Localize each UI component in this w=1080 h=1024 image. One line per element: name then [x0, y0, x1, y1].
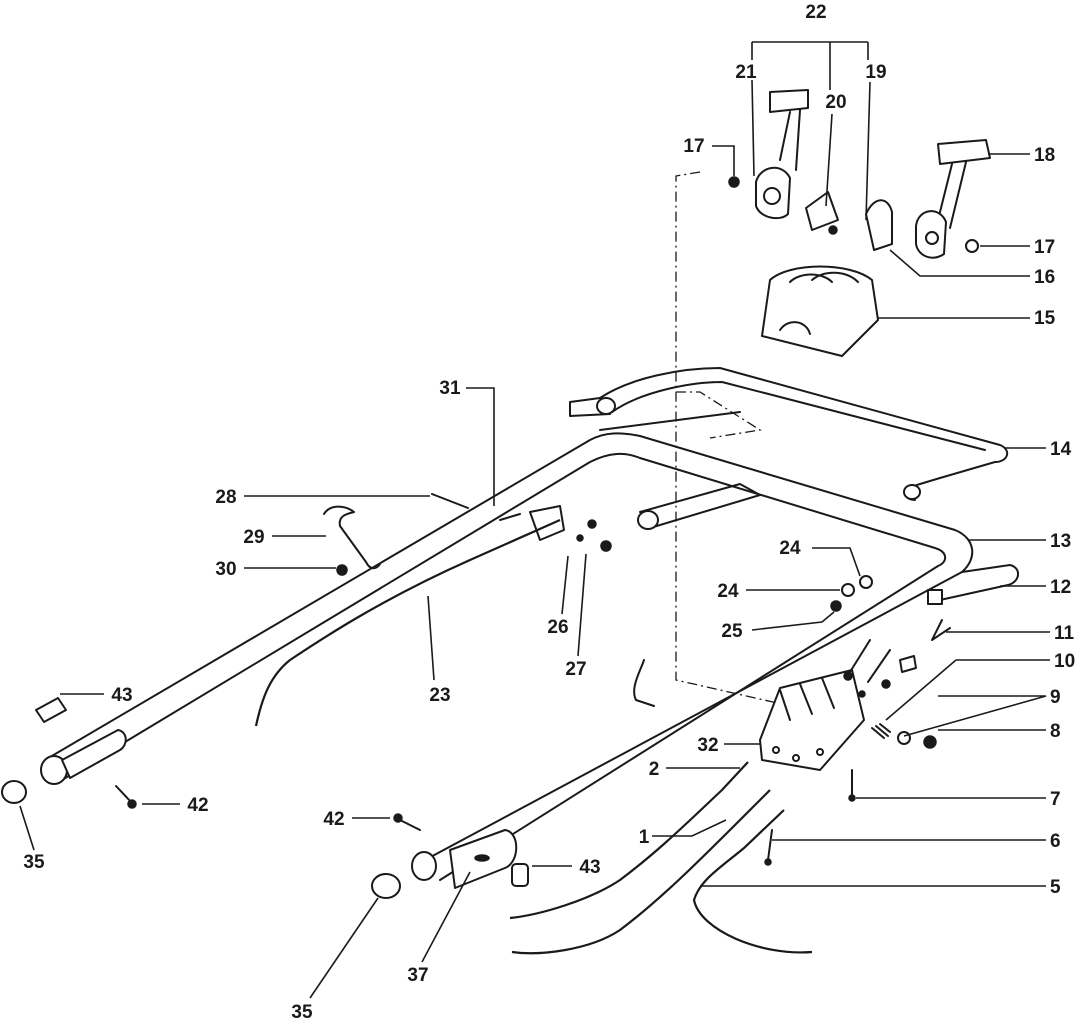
callout-24-lower: 24: [717, 581, 739, 602]
part-18-right-lever: [915, 139, 991, 259]
part-11-clip: [927, 589, 951, 641]
part-8-nut: [923, 735, 937, 749]
callout-15: 15: [1034, 308, 1056, 329]
part-21-left-lever: [755, 89, 809, 220]
part-43-plug: [35, 697, 529, 887]
callout-8: 8: [1050, 721, 1061, 742]
leader-lines: [19, 41, 1050, 999]
part-9-washer: [897, 731, 911, 745]
callout-25: 25: [721, 621, 743, 642]
callout-5: 5: [1050, 877, 1061, 898]
callout-37: 37: [407, 965, 428, 986]
callout-17-right: 17: [1034, 237, 1055, 258]
callout-labels: 22 21 20 19 17 18 17 16 15 31 14 28 13 2…: [23, 2, 1075, 1023]
callout-13: 13: [1050, 531, 1071, 552]
callout-42: 42: [187, 795, 208, 816]
callout-17: 17: [683, 136, 704, 157]
callout-24: 24: [779, 538, 801, 559]
callout-43: 43: [111, 685, 132, 706]
callout-12: 12: [1050, 577, 1071, 598]
part-32-control-bracket: [759, 639, 917, 771]
parts-24-25-fittings: [830, 575, 873, 612]
callout-31: 31: [439, 378, 461, 399]
callout-21: 21: [735, 62, 757, 83]
part-10-spring: [871, 723, 891, 739]
callout-28: 28: [215, 487, 236, 508]
parts-lever-hardware: [323, 493, 612, 576]
callout-20: 20: [825, 92, 846, 113]
part-37-sleeve: [61, 729, 518, 889]
part-16-plate: [865, 199, 893, 251]
part-13-main-handle: [40, 432, 974, 881]
callout-7: 7: [1050, 789, 1061, 810]
part-6-screw: [764, 829, 773, 866]
part-12-lower-strut: [637, 483, 1019, 601]
callout-6: 6: [1050, 831, 1061, 852]
callout-18: 18: [1034, 145, 1055, 166]
part-35-end-cap: [1, 780, 401, 899]
callout-23: 23: [429, 685, 450, 706]
callout-1: 1: [639, 827, 650, 848]
callout-14: 14: [1050, 439, 1072, 460]
part-23-cable-loop: [633, 659, 655, 707]
callout-9: 9: [1050, 687, 1061, 708]
part-23-brake-cable: [254, 518, 561, 727]
callout-42-lower: 42: [323, 809, 344, 830]
part-20-pawl: [805, 191, 839, 231]
part-17-nut: [728, 176, 979, 253]
callout-35: 35: [23, 852, 45, 873]
part-42-screw: [115, 785, 421, 831]
callout-10: 10: [1054, 651, 1075, 672]
callout-29: 29: [243, 527, 264, 548]
callout-43-lower: 43: [579, 857, 600, 878]
part-15-console-cover: [761, 265, 879, 357]
part-14-upper-handle: [569, 367, 1009, 501]
part-7-pin: [848, 769, 856, 802]
callout-30: 30: [215, 559, 236, 580]
callout-22: 22: [805, 2, 826, 23]
callout-35-lower: 35: [291, 1002, 313, 1023]
part-1-cable: [509, 761, 749, 920]
callout-2: 2: [649, 759, 660, 780]
callout-26: 26: [547, 617, 568, 638]
callout-19: 19: [865, 62, 886, 83]
part-2-cable: [511, 789, 771, 955]
callout-32: 32: [697, 735, 718, 756]
assembly-axis-line: [675, 171, 831, 716]
callout-16: 16: [1034, 267, 1055, 288]
callout-27: 27: [565, 659, 586, 680]
callout-11: 11: [1054, 623, 1075, 644]
part-5-cable: [692, 809, 813, 954]
part-19-pin: [828, 225, 838, 235]
